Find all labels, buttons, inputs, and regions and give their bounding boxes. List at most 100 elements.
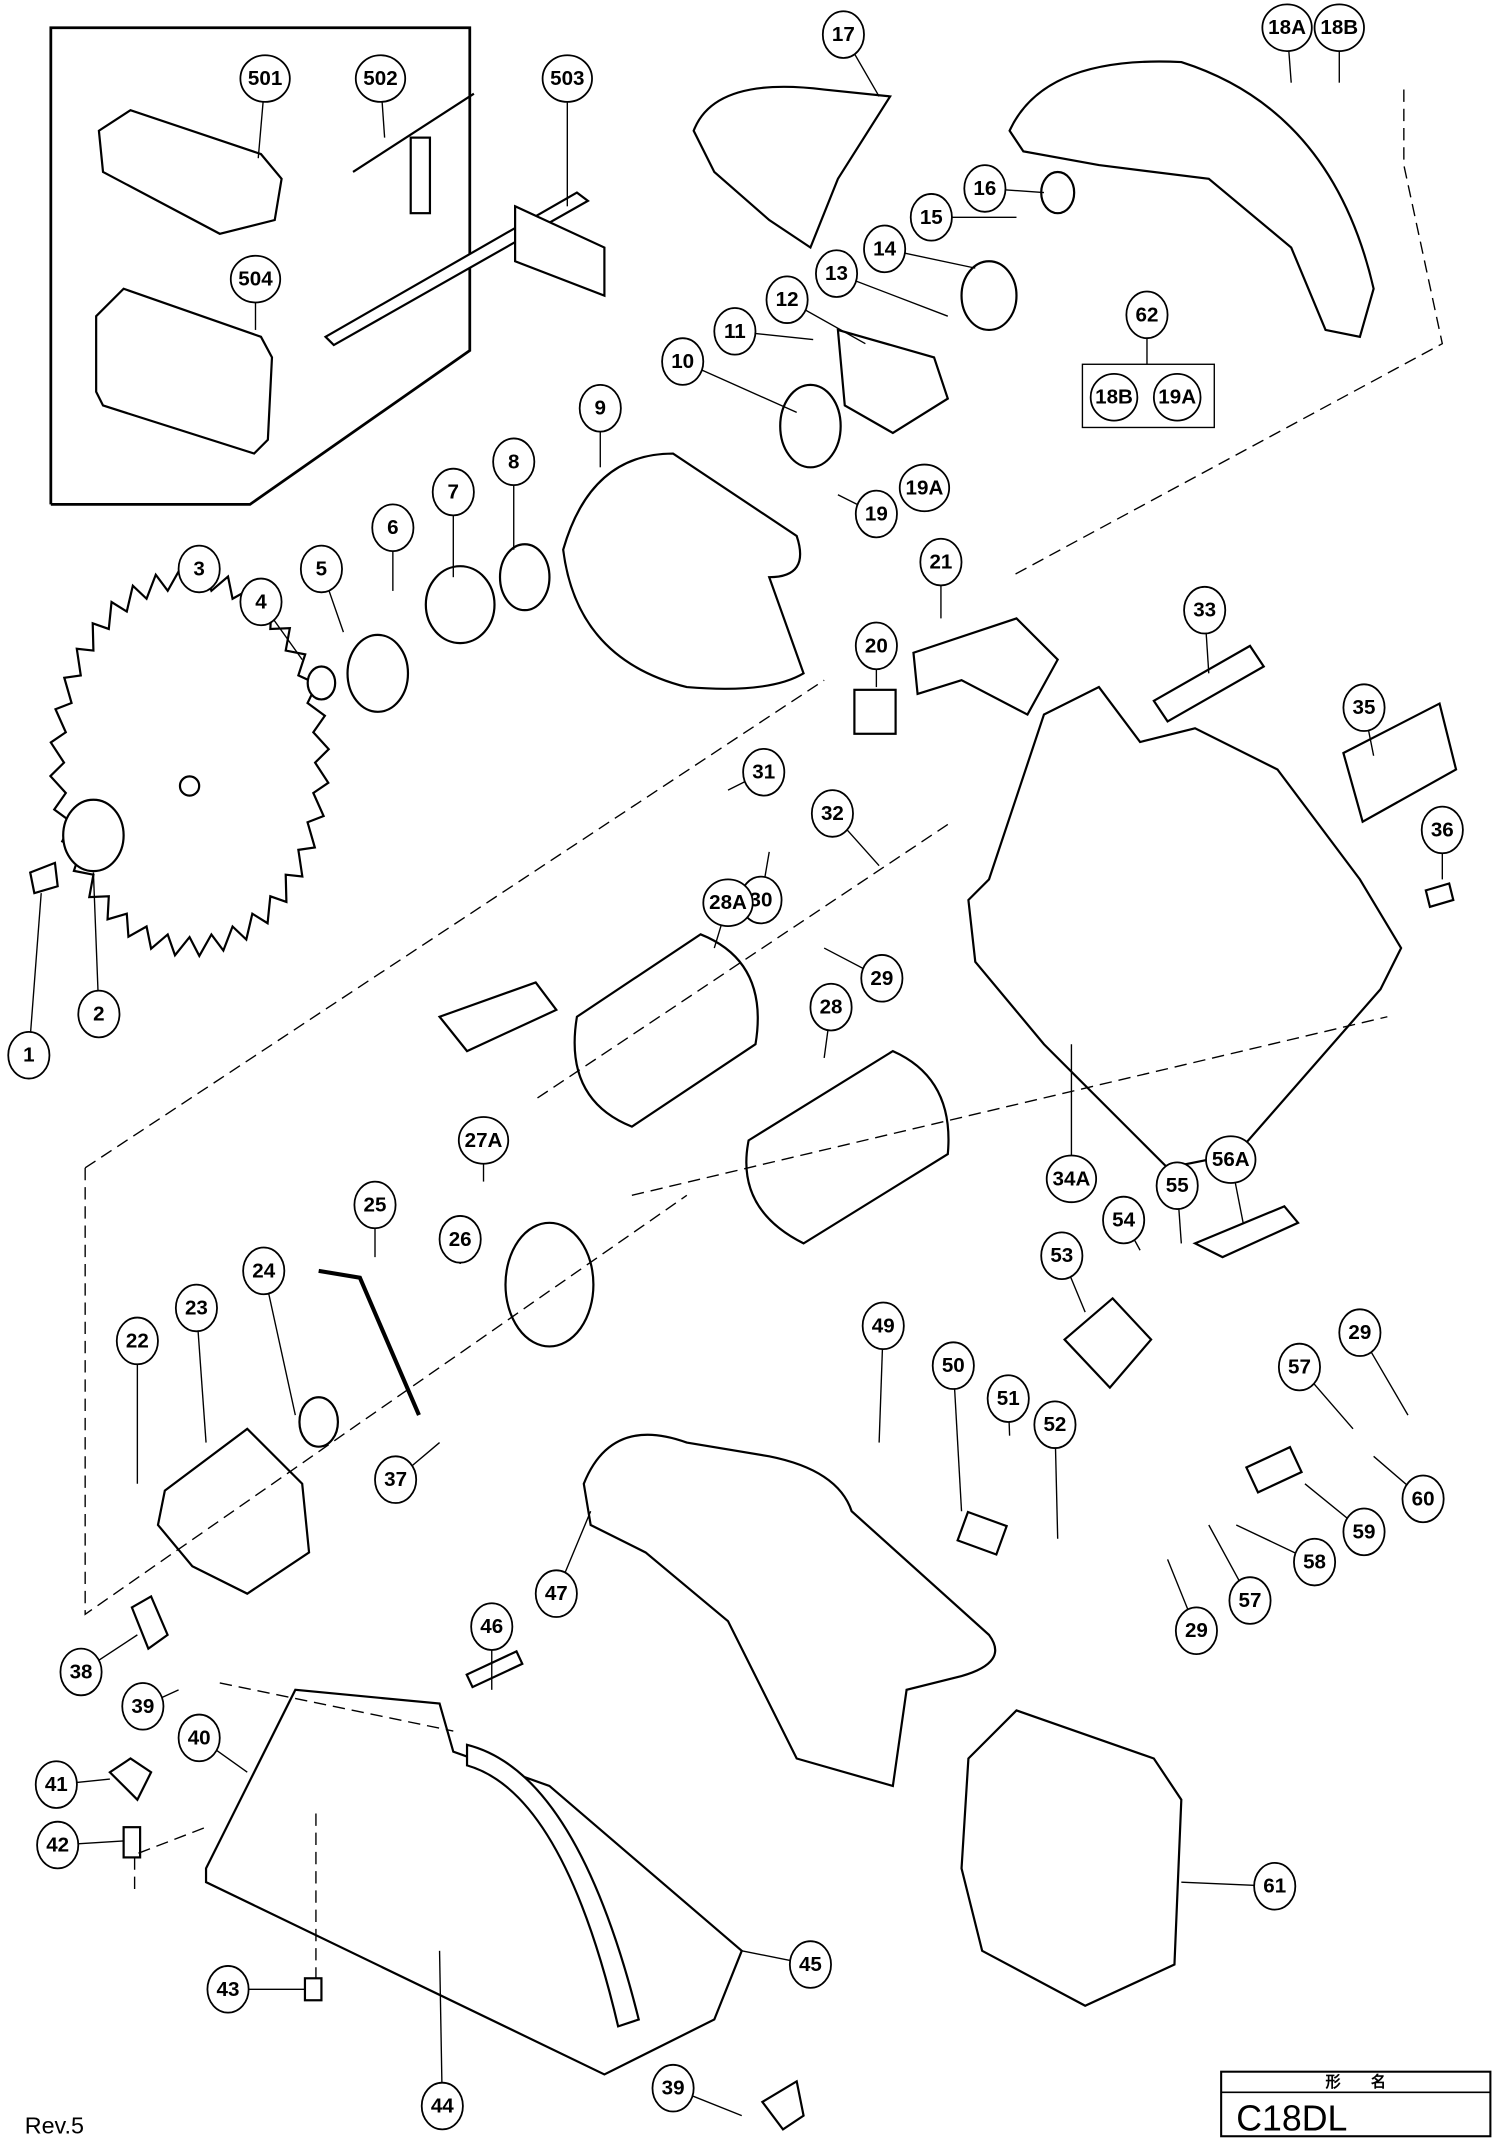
leader-line [438,1950,443,2107]
callout-bubble [534,1569,578,1618]
bolt-drawing [28,861,59,895]
callout-45: 45 [788,1940,832,1989]
callout-62: 62 [1125,290,1169,340]
callout-32: 32 [810,789,854,838]
knob-drawing [760,2079,805,2131]
callout-bubble [1033,1400,1077,1449]
knob-38-drawing [130,1594,169,1651]
callout-bubble [986,1374,1030,1423]
callout-59: 59 [1342,1507,1386,1557]
callout-bubble [1205,1135,1257,1184]
callout-bubble [470,1602,514,1651]
wrench-shaft [409,136,432,215]
callout-label: 3 [193,557,204,580]
callout-label: 18A [1268,16,1306,39]
screw-43-drawing [303,1977,323,2002]
callout-21: 21 [919,537,963,587]
washer-drawing [62,798,125,873]
callout-bubble [174,1283,218,1333]
switch-drawing [1062,1296,1153,1390]
callout-bubble [1401,1474,1445,1524]
callout-label: 31 [752,761,775,784]
callout-11: 11 [713,307,757,356]
leader-line [28,893,42,1056]
callout-label: 49 [872,1314,895,1337]
callout-9: 9 [578,383,622,433]
callout-bubble [1261,3,1313,52]
callout-bubble [1420,805,1464,855]
callout-label: 13 [825,262,848,285]
part-drawings [28,26,1458,2131]
callout-label: 27A [465,1129,503,1152]
housing-drawing [967,685,1403,1170]
callout-55: 55 [1155,1161,1199,1210]
callout-bubble [578,383,622,433]
charger-drawing [97,108,283,235]
callout-bubble [661,337,705,386]
assembly-line [219,1682,454,1732]
callout-label: 57 [1239,1589,1262,1612]
callout-29: 29 [1174,1606,1218,1656]
callout-inset: 19A [1152,372,1202,422]
callout-61: 61 [1253,1862,1297,1911]
callout-label: 30 [750,888,773,911]
callout-49: 49 [861,1301,905,1351]
callout-14: 14 [863,224,907,274]
bearing-holder-drawing [836,328,950,435]
callout-19A: 19A [898,463,951,513]
callout-33: 33 [1183,585,1227,635]
callout-label: 14 [873,237,896,260]
callout-503: 503 [541,54,593,103]
callout-bubble [36,1820,80,1870]
brush-drawing [437,981,559,1053]
callout-bubble [177,544,221,594]
callout-bubble [374,1455,418,1504]
callout-16: 16 [963,164,1007,213]
callout-label: 28 [820,996,843,1019]
callout-label: 39 [131,1695,154,1718]
callout-bubble [788,1940,832,1989]
callout-bubble [59,1647,103,1697]
callout-bubble [242,1246,286,1296]
callout-label: 22 [126,1329,149,1352]
callout-bubble [1045,1154,1098,1204]
callout-label: 38 [70,1660,93,1683]
callout-label: 501 [248,67,282,90]
callout-bubble [121,1682,165,1731]
callout-54: 54 [1102,1195,1146,1245]
callout-label: 43 [217,1978,240,2001]
title-block-header: 形 名 [1326,2073,1386,2091]
callout-label: 1 [23,1044,34,1067]
callout-58: 58 [1293,1537,1337,1587]
callout-label: 2 [93,1003,104,1026]
callout-label: 19A [906,476,944,499]
title-block: 形 名 C18DL [1220,2070,1492,2139]
callout-6: 6 [371,503,415,552]
callout-43: 43 [206,1965,250,2014]
callout-bubble [457,1116,510,1165]
callout-bubble [909,193,953,242]
flange-drawing [346,633,410,713]
motor-28a-drawing [573,933,759,1128]
callout-502: 502 [354,54,407,103]
callout-501: 501 [239,54,291,103]
callout-label: 10 [671,350,694,373]
pin-46-drawing [465,1649,524,1689]
callout-34A: 34A [1045,1154,1098,1204]
callout-41: 41 [34,1760,78,1809]
callout-4: 4 [239,577,283,627]
callout-label: 52 [1043,1413,1066,1436]
callout-18B: 18B [1313,3,1365,52]
saw-cover-drawing [1008,60,1375,339]
terminal-drawing [1244,1445,1304,1494]
brush-holder-drawing [504,1221,595,1348]
motor-28-drawing [745,1049,950,1245]
callout-label: 9 [595,397,606,420]
callout-24: 24 [242,1246,286,1296]
assembly-line [84,679,825,1169]
bearing-drawing [498,543,551,612]
assembly-line [535,823,949,1100]
wrench-drawing [352,92,475,173]
